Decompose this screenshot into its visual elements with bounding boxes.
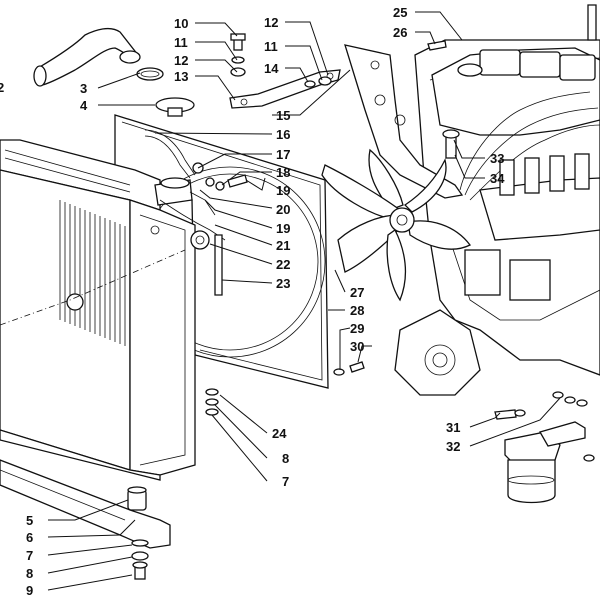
callout-7b: 7 xyxy=(282,474,289,489)
callout-labels: 10 11 12 13 12 11 14 25 26 2 3 4 15 16 1… xyxy=(0,5,505,598)
callout-16: 16 xyxy=(276,127,290,142)
callout-33: 33 xyxy=(490,151,504,166)
callout-19b: 19 xyxy=(276,221,290,236)
callout-29: 29 xyxy=(350,321,364,336)
callout-9: 9 xyxy=(26,583,33,598)
hose-clamp xyxy=(136,67,164,81)
callout-11: 11 xyxy=(174,35,188,50)
callout-31: 31 xyxy=(446,420,460,435)
callout-25: 25 xyxy=(393,5,407,20)
callout-15: 15 xyxy=(276,108,290,123)
callout-11b: 11 xyxy=(264,39,278,54)
callout-12b: 12 xyxy=(264,15,278,30)
overflow-hoses xyxy=(144,129,248,296)
callout-32: 32 xyxy=(446,439,460,454)
callout-23: 23 xyxy=(276,276,290,291)
callout-6: 6 xyxy=(26,530,33,545)
callout-10: 10 xyxy=(174,16,188,31)
shroud-bolts xyxy=(333,361,365,376)
leader-lines xyxy=(47,11,561,591)
callout-26: 26 xyxy=(393,25,407,40)
callout-2: 2 xyxy=(0,80,4,95)
upper-hose xyxy=(33,27,141,87)
callout-34: 34 xyxy=(490,171,505,186)
radiator-cap xyxy=(155,97,195,117)
callout-24: 24 xyxy=(272,426,287,441)
radiator xyxy=(0,139,196,481)
callout-17: 17 xyxy=(276,147,290,162)
callout-28: 28 xyxy=(350,303,364,318)
callout-4: 4 xyxy=(80,98,88,113)
callout-3: 3 xyxy=(80,81,87,96)
callout-7: 7 xyxy=(26,548,33,563)
washer-stack xyxy=(205,388,219,416)
callout-22: 22 xyxy=(276,257,290,272)
fuel-filter xyxy=(494,391,595,504)
callout-27: 27 xyxy=(350,285,364,300)
callout-12: 12 xyxy=(174,53,188,68)
support-bracket xyxy=(0,459,171,580)
callout-21: 21 xyxy=(276,238,290,253)
callout-8b: 8 xyxy=(282,451,289,466)
callout-19: 19 xyxy=(276,183,290,198)
callout-8: 8 xyxy=(26,566,33,581)
engine-block xyxy=(394,4,600,396)
mounting-bracket xyxy=(229,33,460,159)
cooling-fan xyxy=(321,148,471,302)
callout-5: 5 xyxy=(26,513,33,528)
callout-18: 18 xyxy=(276,165,290,180)
engine-bracket xyxy=(344,44,464,199)
callout-20: 20 xyxy=(276,202,290,217)
callout-14: 14 xyxy=(264,61,279,76)
callout-13: 13 xyxy=(174,69,188,84)
callout-30: 30 xyxy=(350,339,364,354)
